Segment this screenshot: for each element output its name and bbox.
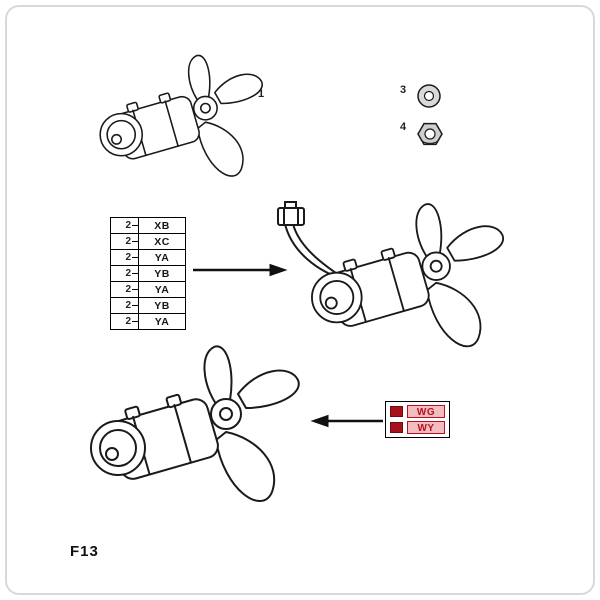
leader-tick [132,225,138,226]
row-code[interactable]: YB [138,266,185,281]
table-row[interactable]: WY [390,421,445,434]
wire-color-table: WG WY [385,401,450,438]
row-qty: 2 [125,220,131,231]
arrow-left-icon [310,414,383,428]
row-code[interactable]: YA [138,314,185,329]
row-code[interactable]: YA [138,250,185,265]
fan-motor-assembly-2[interactable] [311,203,505,348]
table-row[interactable]: 2 YB [111,266,185,282]
table-row[interactable]: 2 YA [111,250,185,266]
row-code[interactable]: YA [138,282,185,297]
connector-icon [277,201,305,226]
table-row[interactable]: WG [390,405,445,418]
table-row[interactable]: 2 YA [111,314,185,329]
row-qty: 2 [125,300,131,311]
leader-tick [132,321,138,322]
part-callout-4[interactable]: 4 [400,121,407,133]
row-code[interactable]: WY [407,421,445,434]
leader-tick [132,241,138,242]
row-qty: 2 [125,252,131,263]
row-code[interactable]: XC [138,234,185,249]
fan-motor-assembly-3[interactable] [90,345,300,503]
leader-tick [132,289,138,290]
figure-code: F13 [70,543,99,560]
part-callout-1[interactable]: 1 [258,88,265,100]
wire-color-swatch [390,422,403,433]
table-row[interactable]: 2 YA [111,282,185,298]
row-code[interactable]: YB [138,298,185,313]
leader-tick [132,305,138,306]
part-callout-3[interactable]: 3 [400,84,407,96]
table-row[interactable]: 2 XC [111,234,185,250]
table-row[interactable]: 2 YB [111,298,185,314]
wire-color-swatch [390,406,403,417]
row-qty: 2 [125,268,131,279]
leader-tick [132,273,138,274]
row-code[interactable]: XB [138,218,185,233]
table-row[interactable]: 2 XB [111,218,185,234]
arrow-right-icon [193,263,288,277]
washer-icon[interactable] [417,84,441,108]
row-qty: 2 [125,236,131,247]
nut-icon[interactable] [417,122,443,146]
fan-motor-assembly-1[interactable] [99,54,263,177]
row-qty: 2 [125,316,131,327]
row-code[interactable]: WG [407,405,445,418]
row-qty: 2 [125,284,131,295]
leader-tick [132,257,138,258]
